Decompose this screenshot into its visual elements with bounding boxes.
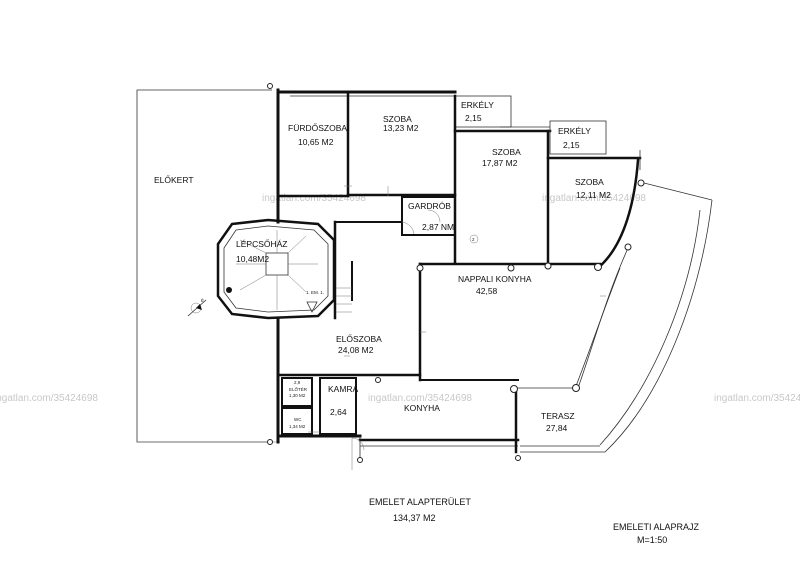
garden-label: ELŐKERT (154, 175, 194, 185)
watermark: ingatlan.com/35424698 (368, 393, 472, 404)
room-area-terasz: 27,84 (546, 423, 568, 433)
title-block: EMELETI ALAPRAJZ M=1:50 (613, 522, 700, 545)
room-name-wc: WC (294, 417, 302, 422)
plan-title: EMELETI ALAPRAJZ (613, 522, 700, 532)
total-area: EMELET ALAPTERÜLET 134,37 M2 (369, 497, 471, 523)
room-area-gardrob: 2,87 NM (422, 222, 454, 232)
room-area-nappali: 42,58 (476, 286, 498, 296)
room-height-eloter: 2,9 (294, 380, 301, 385)
plan-scale: M=1:50 (637, 535, 667, 545)
door-markings (308, 185, 606, 470)
room-area-erkely2: 2,15 (563, 140, 580, 150)
terrace-outline (516, 181, 713, 453)
room-area-eloter: 1,30 M2 (289, 393, 306, 398)
room-area-szoba2: 17,87 M2 (482, 158, 518, 168)
room-area-lepcsohaz: 10,48M2 (236, 254, 269, 264)
room-name-eloszoba: ELŐSZOBA (336, 334, 382, 344)
room-area-erkely1: 2,15 (465, 113, 482, 123)
room-name-szoba1: SZOBA (383, 114, 412, 124)
room-area-wc: 1,34 M2 (289, 424, 306, 429)
watermarks: ingatlan.com/35424698 ingatlan.com/35424… (0, 193, 800, 404)
garden-outline (136, 89, 280, 443)
room-area-kamra: 2,64 (330, 407, 347, 417)
column-dots (267, 83, 645, 463)
watermark: ingatlan.com/35424698 (542, 193, 646, 204)
room-name-eloter: ELŐTÉR (289, 386, 308, 392)
room-name-konyha: KONYHA (404, 403, 440, 413)
watermark: ingatlan.com/35424698 (714, 393, 800, 404)
room-name-furdoszoba: FÜRDŐSZOBA (288, 123, 347, 133)
north-arrow-icon: É (187, 297, 207, 317)
room-name-szoba3: SZOBA (575, 177, 604, 187)
watermark: ingatlan.com/35424698 (262, 193, 366, 204)
building-walls (276, 88, 642, 460)
room-area-eloszoba: 24,08 M2 (338, 345, 374, 355)
watermark: ingatlan.com/35424698 (0, 393, 98, 404)
room-name-erkely2: ERKÉLY (558, 126, 591, 136)
staircase (216, 218, 352, 320)
room-name-nappali: NAPPALI KONYHA (458, 274, 532, 284)
room-area-furdoszoba: 10,65 M2 (298, 137, 334, 147)
room-name-lepcsohaz: LÉPCSŐHÁZ (236, 239, 288, 249)
room-area-szoba3: 12,11 M2 (576, 190, 611, 200)
room-labels: ELŐKERT FÜRDŐSZOBA 10,65 M2 SZOBA 13,23 … (154, 100, 611, 433)
door-number: 2 (472, 237, 475, 242)
room-name-kamra: KAMRA (328, 384, 359, 394)
stair-label: 1. EM. 1. (306, 290, 324, 295)
north-label: É (201, 297, 204, 303)
room-name-szoba2: SZOBA (492, 147, 521, 157)
total-area-label: EMELET ALAPTERÜLET (369, 497, 471, 507)
room-area-szoba1: 13,23 M2 (383, 123, 419, 133)
room-name-gardrob: GARDRÓB (408, 201, 451, 211)
total-area-value: 134,37 M2 (393, 513, 436, 523)
room-name-erkely1: ERKÉLY (461, 100, 494, 110)
room-name-terasz: TERASZ (541, 411, 575, 421)
